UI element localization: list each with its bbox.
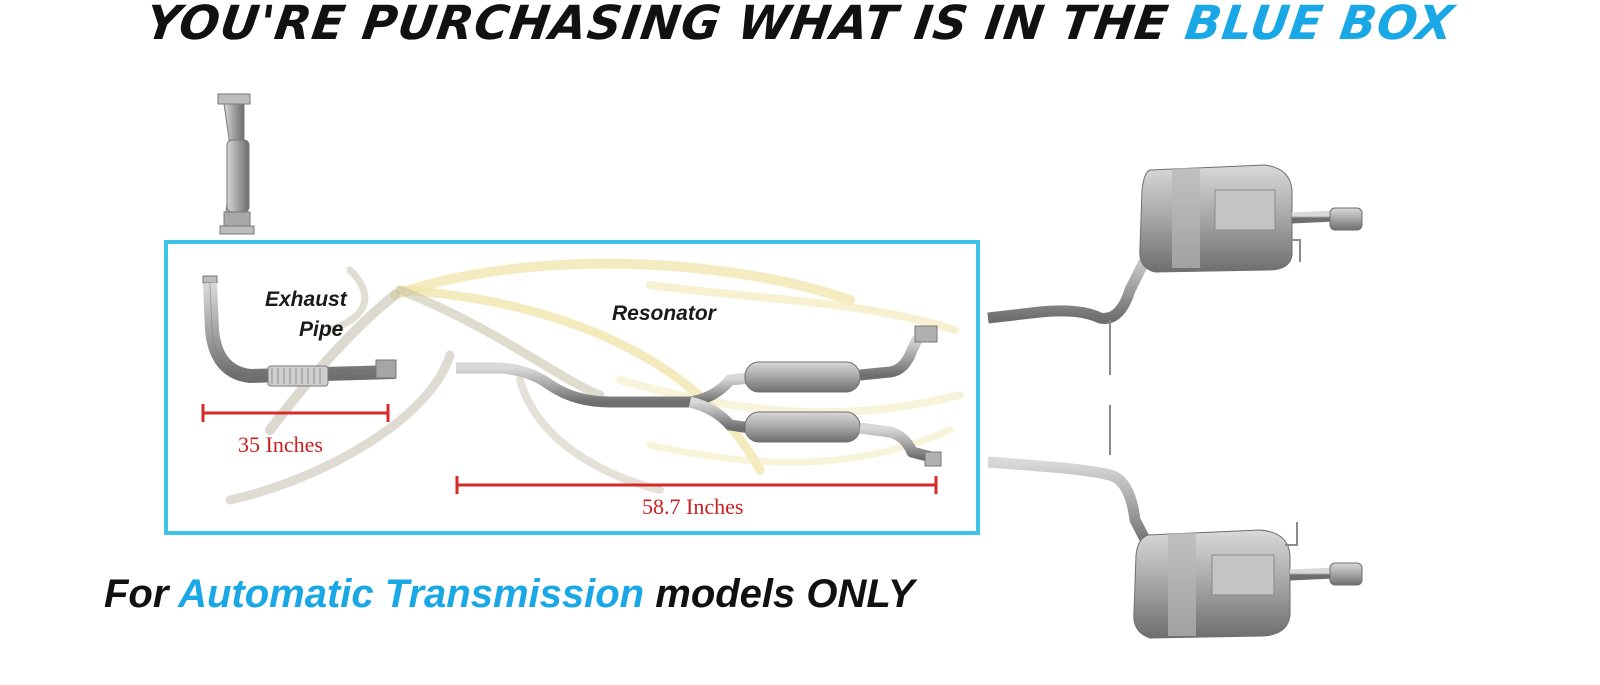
- resonator-dimension-label: 58.7 Inches: [642, 494, 743, 519]
- rear-muffler-system: [987, 164, 1363, 639]
- footnote-highlight: Automatic Transmission: [178, 572, 645, 616]
- resonator-label: Resonator: [612, 302, 718, 325]
- footnote-suffix: models ONLY: [655, 572, 915, 616]
- dimension-line-exhaust: [201, 404, 390, 422]
- dimension-line-resonator: [455, 476, 938, 494]
- footnote: For Automatic Transmission models ONLY: [104, 572, 915, 617]
- exhaust-pipe-label-line2: Pipe: [299, 318, 344, 341]
- exhaust-pipe-label-line1: Exhaust: [265, 288, 348, 311]
- decorative-swooshes: [225, 258, 964, 505]
- resonator-part: [456, 325, 942, 467]
- downpipe-part: [217, 93, 255, 235]
- footnote-prefix: For: [104, 572, 169, 616]
- exhaust-pipe-dimension-label: 35 Inches: [238, 432, 323, 457]
- purchase-box: [164, 240, 980, 535]
- exhaust-pipe-part: [202, 275, 397, 387]
